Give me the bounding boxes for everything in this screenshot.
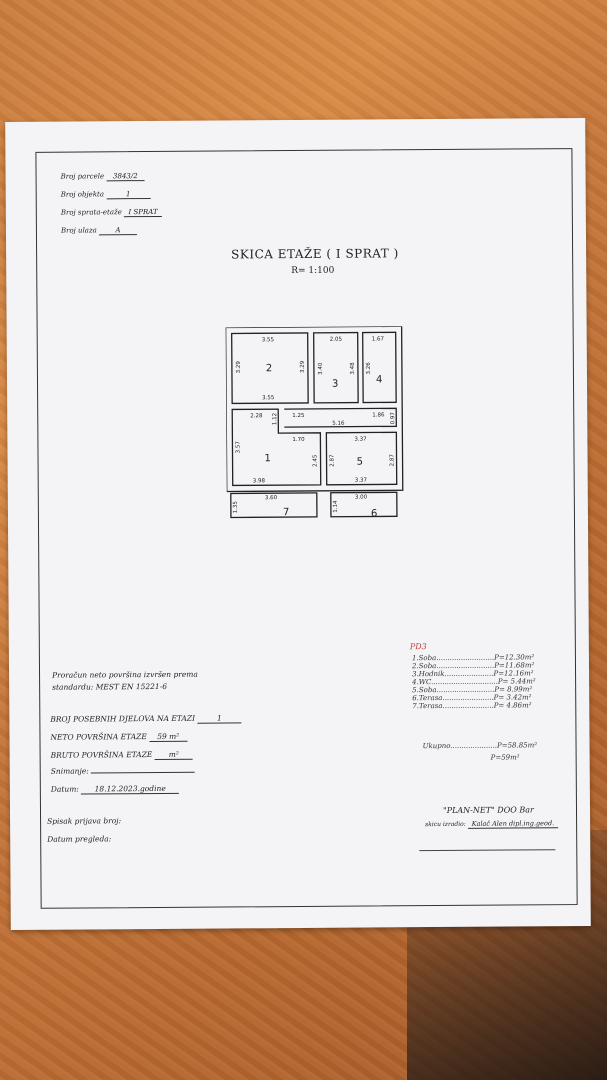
dim-label: 2.28	[250, 413, 263, 419]
parcel-label: Broj parcele	[60, 172, 105, 181]
area-item: 7.Terasa.......................P= 4.86m²	[412, 701, 532, 711]
dim-label: 0.97	[390, 412, 396, 425]
dim-label: 3.37	[354, 437, 367, 443]
dim-label: 2.45	[313, 454, 319, 467]
scale-label: R= 1:100	[291, 265, 335, 277]
object-label: Broj objekta	[60, 190, 105, 199]
areas-list: 1.Soba..........................P=12.30m…	[412, 653, 536, 710]
floor-field: Broj sprata-etaže I SPRAT	[60, 207, 163, 218]
room-number-7: 7	[283, 507, 289, 518]
terrace-6-outline	[330, 491, 398, 518]
bruto-value: m²	[154, 749, 193, 761]
dim-label: 1.67	[372, 336, 385, 342]
dim-label: 5.16	[332, 421, 345, 427]
neto-field: NETO POVRŠINA ETAZE 59 m²	[50, 731, 188, 743]
survey-label: Snimanje:	[50, 766, 89, 776]
date-value: 18.12.2023.godine	[81, 783, 180, 795]
method-line-2: standardu: MEST EN 15221-6	[52, 681, 168, 692]
room-number-6: 6	[371, 508, 377, 519]
dim-label: 3.37	[355, 478, 368, 484]
neto-value: 59 m²	[149, 731, 188, 743]
dim-label: 3.29	[300, 360, 306, 373]
terrace-7-outline	[230, 492, 318, 519]
floor-value: I SPRAT	[124, 207, 163, 218]
dim-label: 3.60	[265, 495, 278, 501]
object-field: Broj objekta 1	[61, 190, 151, 200]
unit-heading: PD3	[409, 642, 427, 652]
corridor-outline	[284, 407, 397, 428]
dim-label: 3.40	[318, 362, 324, 375]
dim-label: 2.05	[330, 337, 343, 343]
dim-label: 3.57	[235, 441, 241, 454]
room-number-2: 2	[266, 363, 272, 374]
floor-plan: 3.55 3.29 3.29 3.55 2.05 3.40 3.48 1.67 …	[225, 326, 404, 519]
dim-label: 1.25	[292, 413, 305, 419]
units-value: 1	[197, 713, 242, 724]
made-by-label: skicu izradio:	[425, 820, 466, 829]
parcel-field: Broj parcele 3843/2	[61, 172, 145, 182]
dim-label: 1.35	[233, 501, 239, 514]
survey-value	[91, 771, 196, 774]
dim-label: 2.87	[390, 454, 396, 467]
room-number-3: 3	[332, 379, 338, 390]
signature-line	[419, 849, 556, 852]
object-value: 1	[106, 190, 151, 200]
area-total-rounded: P=59m²	[490, 753, 520, 762]
dim-label: 3.55	[262, 395, 275, 401]
parcel-value: 3843/2	[106, 172, 145, 182]
entrance-label: Broj ulaza	[60, 226, 97, 235]
units-label: BROJ POSEBNIH DJELOVA NA ETAZI	[50, 713, 196, 724]
review-label: Datum pregleda:	[47, 834, 112, 844]
dim-label: 3.26	[366, 362, 372, 375]
made-by-value: Kalač Alen dipl.ing.geod.	[467, 819, 559, 829]
dim-label: 3.29	[236, 361, 242, 374]
date-label: Datum:	[50, 784, 79, 794]
dim-label: 1.14	[333, 500, 339, 513]
dim-label: 2.87	[330, 454, 336, 467]
survey-field: Snimanje:	[51, 766, 196, 776]
document-sheet: Broj parcele 3843/2 Broj objekta 1 Broj …	[5, 117, 591, 931]
dim-label: 1.86	[372, 412, 385, 418]
outer-wall	[225, 326, 404, 493]
list-label: Spisak prijava broj:	[47, 816, 122, 826]
room-number-1: 1	[265, 453, 271, 464]
dim-label: 3.00	[355, 495, 368, 501]
area-total: Ukupno.....................P=58.85m²	[422, 741, 538, 751]
room-number-5: 5	[357, 457, 363, 468]
entrance-field: Broj ulaza A	[60, 226, 138, 236]
made-by-field: skicu izradio: Kalač Alen dipl.ing.geod.	[425, 819, 559, 829]
neto-label: NETO POVRŠINA ETAZE	[50, 732, 147, 742]
room-number-4: 4	[376, 374, 382, 385]
room-5-outline	[325, 431, 398, 486]
method-line-1: Proračun neto površina izvršen prema	[52, 669, 198, 680]
dim-label: 1.70	[292, 437, 305, 443]
units-field: BROJ POSEBNIH DJELOVA NA ETAZI 1	[50, 713, 242, 724]
room-1-outline	[231, 408, 322, 487]
floor-label: Broj sprata-etaže	[60, 208, 122, 217]
entrance-value: A	[99, 226, 138, 236]
company-name: "PLAN-NET" DOO Bar	[442, 805, 534, 815]
dim-label: 1.12	[272, 413, 278, 425]
dim-label: 3.55	[262, 337, 275, 343]
date-field: Datum: 18.12.2023.godine	[50, 783, 180, 795]
room-3-outline	[313, 331, 359, 404]
bruto-label: BRUTO POVRŠINA ETAZE	[50, 750, 153, 760]
room-2-outline	[231, 332, 309, 405]
room-4-outline	[362, 331, 397, 404]
dim-label: 3.98	[253, 478, 266, 484]
document-frame: Broj parcele 3843/2 Broj objekta 1 Broj …	[35, 148, 578, 909]
dim-label: 3.48	[350, 362, 356, 375]
bruto-field: BRUTO POVRŠINA ETAZE m²	[50, 749, 193, 761]
page-title: SKICA ETAŽE ( I SPRAT )	[231, 246, 399, 262]
